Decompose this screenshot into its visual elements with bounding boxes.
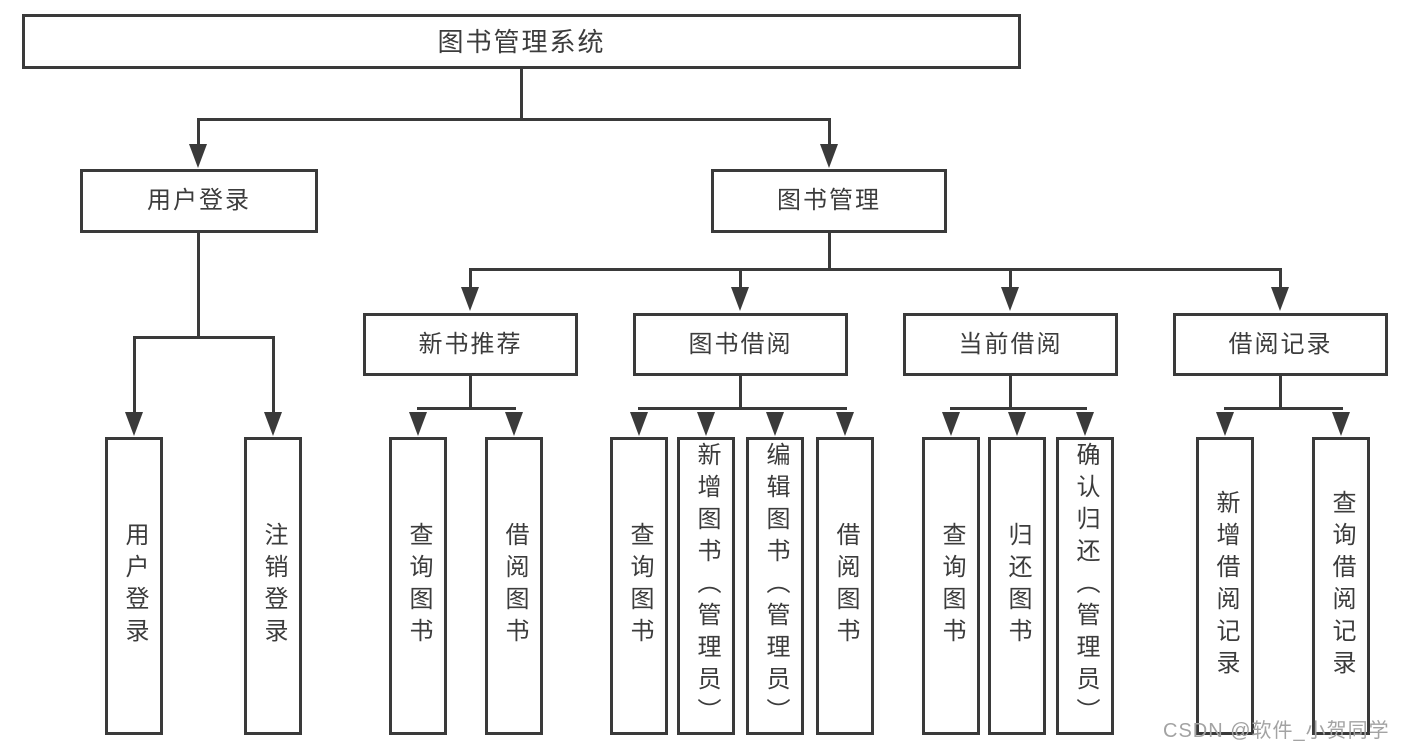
arrowhead-down-icon [942,412,960,436]
arrowhead-down-icon [189,144,207,168]
connector-line [828,118,831,150]
arrowhead-down-icon [820,144,838,168]
node-book-borrow: 图书借阅 [633,313,848,376]
node-current-borrow: 当前借阅 [903,313,1118,376]
connector-line [1224,407,1343,410]
connector-line [828,233,831,271]
connector-line [197,233,200,339]
connector-line [950,407,1087,410]
arrowhead-down-icon [1271,287,1289,311]
node-book-management: 图书管理 [711,169,947,233]
leaf-query-book-current: 查询图书 [922,437,980,735]
connector-line [1009,268,1012,290]
leaf-query-book-borrow: 查询图书 [610,437,668,735]
leaf-logout: 注销登录 [244,437,302,735]
csdn-watermark: CSDN @软件_小贺同学 [1163,720,1390,742]
arrowhead-down-icon [630,412,648,436]
connector-line [739,376,742,410]
arrowhead-down-icon [1001,287,1019,311]
connector-line [1279,376,1282,410]
leaf-return-book: 归还图书 [988,437,1046,735]
arrowhead-down-icon [731,287,749,311]
connector-line [469,268,1282,271]
arrowhead-down-icon [1332,412,1350,436]
connector-line [469,376,472,410]
leaf-borrow-book-recommend: 借阅图书 [485,437,543,735]
leaf-confirm-return-admin: 确认归还（管理员） [1056,437,1114,735]
connector-line [272,336,275,414]
arrowhead-down-icon [1008,412,1026,436]
connector-line [1009,376,1012,410]
node-user-login: 用户登录 [80,169,318,233]
leaf-query-book-recommend: 查询图书 [389,437,447,735]
connector-line [1279,268,1282,290]
connector-line [638,407,847,410]
connector-line [197,118,831,121]
arrowhead-down-icon [836,412,854,436]
leaf-user-login: 用户登录 [105,437,163,735]
arrowhead-down-icon [1216,412,1234,436]
arrowhead-down-icon [505,412,523,436]
connector-line [133,336,275,339]
arrowhead-down-icon [461,287,479,311]
arrowhead-down-icon [409,412,427,436]
connector-line [469,268,472,290]
node-root: 图书管理系统 [22,14,1021,69]
leaf-edit-book-admin: 编辑图书（管理员） [746,437,804,735]
node-new-book-recommend: 新书推荐 [363,313,578,376]
arrowhead-down-icon [125,412,143,436]
leaf-add-borrow-record: 新增借阅记录 [1196,437,1254,735]
arrowhead-down-icon [1076,412,1094,436]
arrowhead-down-icon [697,412,715,436]
arrowhead-down-icon [766,412,784,436]
connector-line [197,118,200,150]
connector-line [133,336,136,414]
node-borrow-records: 借阅记录 [1173,313,1388,376]
connector-line [520,68,523,121]
arrowhead-down-icon [264,412,282,436]
leaf-query-borrow-record: 查询借阅记录 [1312,437,1370,735]
connector-line [417,407,516,410]
leaf-borrow-book: 借阅图书 [816,437,874,735]
leaf-add-book-admin: 新增图书（管理员） [677,437,735,735]
connector-line [739,268,742,290]
